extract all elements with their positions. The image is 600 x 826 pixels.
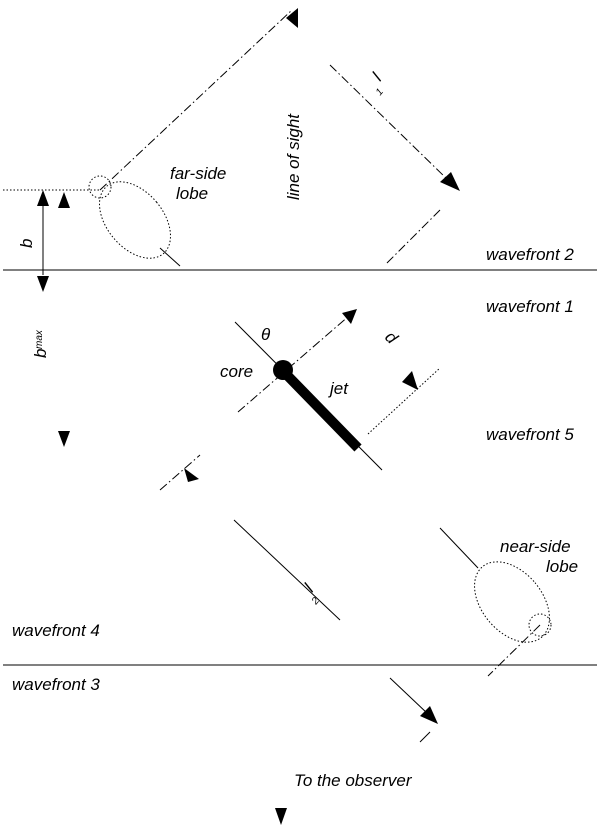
near-side-sightline — [159, 454, 201, 491]
l1-wavefront-segment — [384, 209, 441, 266]
to-observer-arrowhead — [275, 808, 287, 825]
observer-direction-line — [389, 677, 429, 715]
far-side-lobe — [88, 175, 171, 259]
near-side-lobe — [439, 527, 552, 677]
far-side-lobe-label-2: lobe — [176, 184, 208, 203]
l2-dimension-line — [233, 519, 341, 621]
far-side-wavefront-tick — [159, 247, 181, 267]
theta-sightline — [237, 314, 351, 413]
wavefront-2-label: wavefront 2 — [486, 245, 574, 264]
b-arrowhead-up — [37, 190, 49, 206]
wavefront-3-label: wavefront 3 — [12, 675, 100, 694]
l1-dimension-line — [329, 64, 449, 181]
near-side-lobe-label-1: near-side — [500, 537, 571, 556]
d-dimension-line — [367, 367, 441, 435]
jet — [279, 367, 362, 452]
wavefront-1-label: wavefront 1 — [486, 297, 574, 316]
b-max-label: b — [31, 349, 50, 358]
b-max-arrowhead-up — [58, 192, 70, 208]
b-label: b — [17, 239, 36, 248]
near-side-lobe-label-2: lobe — [546, 557, 578, 576]
b-max-arrowhead-down — [58, 431, 70, 447]
l1-subscript: 1 — [374, 87, 386, 98]
core-label: core — [220, 362, 253, 381]
far-side-sightline — [99, 9, 293, 191]
wavefront-4-label: wavefront 4 — [12, 621, 100, 640]
l1-arrowhead-top — [286, 8, 298, 28]
l1-label: l — [369, 69, 387, 85]
line-of-sight-label: line of sight — [284, 113, 303, 200]
d-label: d — [381, 327, 402, 348]
b-arrowhead-down — [37, 276, 49, 292]
far-side-lobe-label-1: far-side — [170, 164, 226, 183]
observer-wavefront-tick — [419, 731, 431, 743]
theta-arrowhead — [342, 309, 357, 324]
jet-label: jet — [328, 379, 349, 398]
near-side-arrowhead — [184, 468, 199, 482]
l1-arrowhead-bottom — [440, 172, 460, 191]
to-the-observer-label: To the observer — [294, 771, 413, 790]
b-max-subscript: max — [34, 329, 45, 349]
theta-label: θ — [261, 325, 271, 344]
wavefront-5-label: wavefront 5 — [486, 425, 574, 444]
core — [273, 360, 293, 380]
l2-label: l — [301, 580, 319, 596]
observer-direction-arrowhead — [420, 706, 438, 724]
d-arrowhead — [402, 371, 418, 390]
